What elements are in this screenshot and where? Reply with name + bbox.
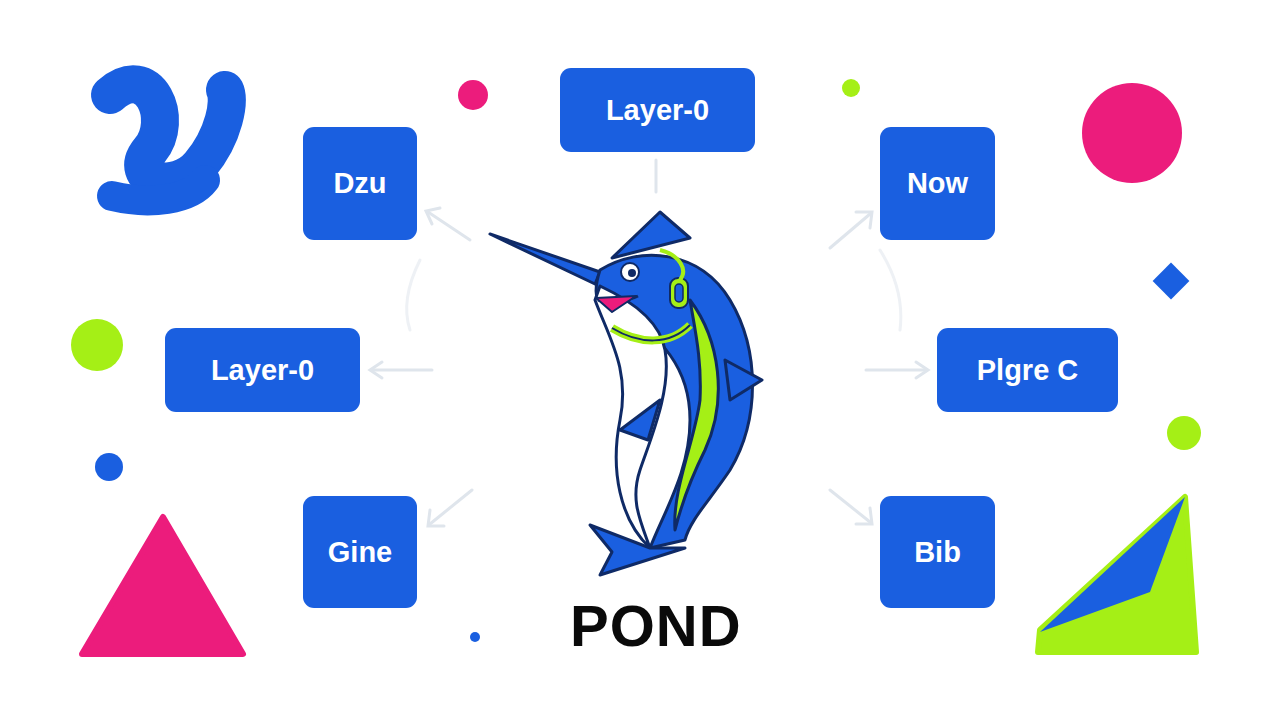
- label-box: Gine: [303, 496, 417, 608]
- box-label: Layer-0: [606, 94, 709, 127]
- label-box: Layer-0: [165, 328, 360, 412]
- label-box: Dzu: [303, 127, 417, 240]
- box-label: Gine: [328, 536, 392, 569]
- dot: [71, 319, 123, 371]
- box-label: Now: [907, 167, 968, 200]
- triangle: [1038, 497, 1196, 652]
- box-label: Plgre C: [977, 354, 1079, 387]
- diamond-shape: [1153, 263, 1190, 300]
- box-label: Bib: [914, 536, 961, 569]
- squiggle-tail: [112, 180, 205, 200]
- guide-arrows: [370, 160, 928, 526]
- label-box: Plgre C: [937, 328, 1118, 412]
- box-label: Layer-0: [211, 354, 314, 387]
- triangle-shade: [1040, 497, 1185, 632]
- dot: [470, 632, 480, 642]
- label-box: Now: [880, 127, 995, 240]
- dot: [458, 80, 488, 110]
- marlin-illustration: [490, 212, 762, 575]
- circle: [1082, 83, 1182, 183]
- box-label: Dzu: [333, 167, 386, 200]
- dot: [842, 79, 860, 97]
- dot: [1167, 416, 1201, 450]
- diagram-title: POND: [570, 592, 742, 659]
- triangle: [82, 517, 243, 654]
- label-box: Layer-0: [560, 68, 755, 152]
- dot: [95, 453, 123, 481]
- label-box: Bib: [880, 496, 995, 608]
